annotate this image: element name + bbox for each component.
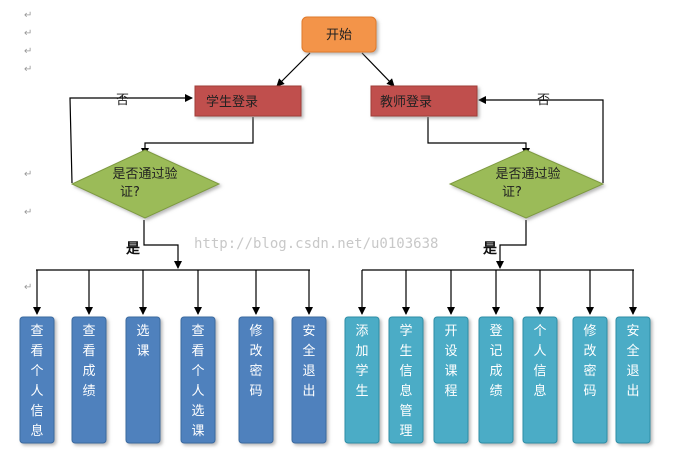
student-function-label: 查看个人选课 bbox=[191, 324, 204, 439]
student-function-box bbox=[19, 316, 55, 444]
student-login-to-decision-arrow bbox=[141, 117, 254, 156]
teacher-decision-node: 是否通过验 证? bbox=[448, 149, 605, 219]
student-yes-arrow bbox=[143, 220, 182, 269]
teacher-no-label: 否 bbox=[537, 93, 550, 108]
teacher-function-label: 个人信息 bbox=[533, 324, 546, 399]
start-to-teacher-arrow bbox=[361, 52, 395, 87]
teacher-function-boxes: 添加学生 学生信息管理 开设课程 登记成绩 个人信息 修改密码 安全退出 bbox=[344, 316, 651, 444]
teacher-function-6: 安全退出 bbox=[615, 316, 651, 444]
paragraph-marks: ↵ ↵ ↵ ↵ ↵ ↵ ↵ bbox=[24, 10, 32, 293]
paragraph-mark: ↵ bbox=[24, 64, 32, 75]
teacher-decision-line1: 是否通过验 bbox=[495, 166, 560, 182]
student-yes-label: 是 bbox=[126, 241, 141, 257]
start-box bbox=[301, 16, 377, 53]
teacher-decision-diamond bbox=[448, 149, 605, 219]
student-function-label: 安全退出 bbox=[302, 324, 315, 399]
paragraph-mark: ↵ bbox=[24, 169, 32, 180]
paragraph-mark: ↵ bbox=[24, 282, 32, 293]
paragraph-mark: ↵ bbox=[24, 28, 32, 39]
teacher-function-arrows bbox=[358, 270, 637, 315]
teacher-function-3: 登记成绩 bbox=[478, 316, 514, 444]
student-login-node: 学生登录 bbox=[194, 85, 302, 117]
student-decision-diamond bbox=[70, 149, 221, 219]
student-function-box bbox=[71, 316, 107, 444]
watermark-text: http://blog.csdn.net/u0103638 bbox=[194, 236, 438, 252]
student-function-box bbox=[180, 316, 216, 444]
teacher-function-box bbox=[478, 316, 514, 444]
student-function-5: 安全退出 bbox=[291, 316, 327, 444]
student-login-label: 学生登录 bbox=[206, 94, 258, 110]
student-function-box bbox=[291, 316, 327, 444]
paragraph-mark: ↵ bbox=[24, 207, 32, 218]
teacher-login-label: 教师登录 bbox=[380, 94, 432, 110]
student-decision-line1: 是否通过验 bbox=[112, 166, 177, 182]
teacher-function-box bbox=[522, 316, 558, 444]
teacher-function-box bbox=[388, 316, 424, 444]
teacher-function-0: 添加学生 bbox=[344, 316, 380, 444]
student-function-box bbox=[238, 316, 274, 444]
student-function-label: 查看个人信息 bbox=[30, 324, 43, 439]
student-no-label: 否 bbox=[116, 93, 129, 108]
start-to-student-arrow bbox=[276, 52, 311, 87]
teacher-function-label: 安全退出 bbox=[626, 324, 639, 399]
teacher-function-label: 开设课程 bbox=[444, 324, 457, 399]
teacher-function-label: 登记成绩 bbox=[489, 324, 502, 399]
teacher-login-to-decision-arrow bbox=[427, 117, 530, 156]
start-label: 开始 bbox=[326, 28, 352, 43]
student-function-label: 选课 bbox=[136, 324, 149, 359]
student-function-4: 修改密码 bbox=[238, 316, 274, 444]
teacher-function-label: 添加学生 bbox=[355, 324, 368, 399]
connector-lines bbox=[36, 52, 634, 271]
student-login-box bbox=[194, 85, 302, 117]
teacher-function-2: 开设课程 bbox=[433, 316, 469, 444]
student-function-2: 选课 bbox=[125, 316, 161, 444]
teacher-decision-line2: 证? bbox=[502, 185, 522, 200]
teacher-function-box bbox=[572, 316, 608, 444]
student-function-1: 查看成绩 bbox=[71, 316, 107, 444]
teacher-function-label: 学生信息管理 bbox=[399, 323, 412, 439]
start-node: 开始 bbox=[301, 16, 377, 53]
student-function-3: 查看个人选课 bbox=[180, 316, 216, 444]
student-function-boxes: 查看个人信息 查看成绩 选课 查看个人选课 修改密码 安全退出 bbox=[19, 316, 327, 444]
student-function-label: 查看成绩 bbox=[82, 324, 95, 399]
student-function-box bbox=[125, 316, 161, 444]
student-decision-line2: 证? bbox=[120, 185, 140, 200]
teacher-function-4: 个人信息 bbox=[522, 316, 558, 444]
teacher-yes-label: 是 bbox=[483, 241, 498, 257]
teacher-no-loop-arrow bbox=[478, 96, 604, 183]
paragraph-mark: ↵ bbox=[24, 46, 32, 57]
teacher-function-box bbox=[433, 316, 469, 444]
teacher-function-box bbox=[615, 316, 651, 444]
student-decision-node: 是否通过验 证? bbox=[70, 149, 221, 219]
teacher-function-5: 修改密码 bbox=[572, 316, 608, 444]
student-function-label: 修改密码 bbox=[249, 324, 262, 399]
student-function-0: 查看个人信息 bbox=[19, 316, 55, 444]
student-no-loop-arrow bbox=[69, 94, 193, 184]
teacher-function-1: 学生信息管理 bbox=[388, 316, 424, 444]
teacher-function-box bbox=[344, 316, 380, 444]
teacher-login-box bbox=[370, 85, 478, 117]
teacher-login-node: 教师登录 bbox=[370, 85, 478, 117]
student-function-arrows bbox=[33, 270, 313, 315]
teacher-function-label: 修改密码 bbox=[583, 324, 596, 399]
teacher-yes-arrow bbox=[496, 220, 527, 269]
paragraph-mark: ↵ bbox=[24, 10, 32, 21]
